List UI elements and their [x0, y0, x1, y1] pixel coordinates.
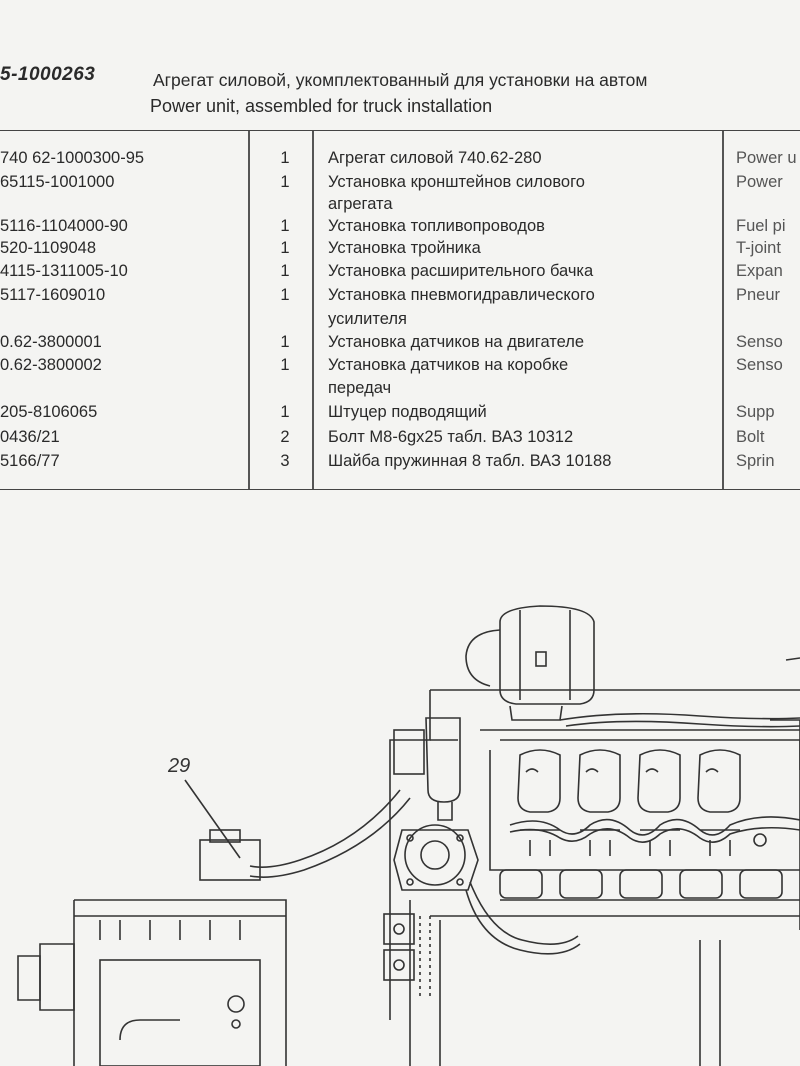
part-code: 5117-1609010 — [0, 286, 106, 304]
part-name-english: Pneur — [736, 286, 781, 304]
part-name: Штуцер подводящий — [328, 403, 487, 421]
part-code: 0.62-3800001 — [0, 333, 102, 351]
table-row: 65115-1001000 1 Установка кронштейнов си… — [0, 173, 800, 197]
part-name: Установка пневмогидравлического — [328, 286, 595, 304]
table-row: 0436/21 2 Болт М8-6gx25 табл. ВАЗ 10312 … — [0, 428, 800, 452]
part-name-english: Expan — [736, 262, 783, 280]
part-name: Установка датчиков на двигателе — [328, 333, 585, 351]
part-quantity: 1 — [280, 173, 290, 191]
part-quantity: 1 — [280, 333, 290, 351]
part-name: усилителя — [328, 310, 407, 328]
part-name: Болт М8-6gx25 табл. ВАЗ 10312 — [328, 428, 574, 446]
part-name: передач — [328, 379, 392, 397]
part-name: Установка расширительного бачка — [328, 262, 594, 280]
title-russian: Агрегат силовой, укомплектованный для ус… — [153, 70, 648, 90]
part-name: Установка топливопроводов — [328, 217, 545, 235]
part-name-english: Power — [736, 173, 783, 191]
part-name-english: Power u — [736, 149, 797, 167]
part-name: Шайба пружинная 8 табл. ВАЗ 10188 — [328, 452, 612, 470]
engine-block — [389, 689, 800, 1020]
engine-assembly-drawing: 29 — [17, 605, 800, 1066]
part-quantity: 1 — [280, 239, 290, 257]
title-english: Power unit, assembled for truck installa… — [150, 96, 493, 116]
part-quantity: 1 — [280, 286, 290, 304]
part-quantity: 1 — [280, 403, 290, 421]
table-row: 4115-1311005-10 1 Установка расширительн… — [0, 262, 800, 286]
table-row: 5116-1104000-90 1 Установка топливопрово… — [0, 217, 800, 241]
part-quantity: 2 — [280, 428, 290, 446]
part-quantity: 1 — [280, 262, 290, 280]
column-divider — [312, 131, 314, 489]
part-name: Агрегат силовой 740.62-280 — [328, 149, 542, 167]
hoses — [249, 789, 581, 1066]
part-name: Установка датчиков на коробке — [328, 356, 569, 374]
table-row: 740 62-1000300-95 1 Агрегат силовой 740.… — [0, 149, 800, 173]
part-code: 205-8106065 — [0, 403, 98, 421]
mounting-brackets — [383, 913, 431, 1000]
part-code: 520-1109048 — [0, 239, 97, 257]
pump-flange — [393, 824, 479, 891]
part-code: 0.62-3800002 — [0, 356, 102, 374]
fuel-lines — [509, 712, 800, 843]
table-row: 520-1109048 1 Установка тройника T-joint — [0, 239, 800, 263]
table-row: 0.62-3800001 1 Установка датчиков на дви… — [0, 333, 800, 357]
part-name: агрегата — [328, 195, 393, 213]
column-divider — [722, 131, 724, 489]
part-code: 0436/21 — [0, 428, 60, 446]
document-number: 5-1000263 — [0, 64, 96, 85]
part-name-english: Sprin — [736, 452, 775, 470]
callout-leader-line — [184, 779, 241, 859]
cylinder-heads — [517, 749, 741, 856]
part-name-english: T-joint — [736, 239, 781, 257]
table-row: передач — [0, 379, 800, 403]
part-quantity: 1 — [280, 149, 290, 167]
part-code: 65115-1001000 — [0, 173, 115, 191]
part-quantity: 1 — [280, 217, 290, 235]
part-name-english: Fuel pi — [736, 217, 786, 235]
expansion-tank — [465, 605, 595, 721]
part-name-english: Senso — [736, 333, 783, 351]
fuel-filter — [393, 717, 461, 821]
table-row: усилителя — [0, 310, 800, 334]
table-row: 5117-1609010 1 Установка пневмогидравлич… — [0, 286, 800, 310]
table-row: 205-8106065 1 Штуцер подводящий Supp — [0, 403, 800, 427]
part-name-english: Supp — [736, 403, 775, 421]
parts-table: 740 62-1000300-95 1 Агрегат силовой 740.… — [0, 130, 800, 490]
manifold — [499, 869, 783, 899]
part-name: Установка кронштейнов силового — [328, 173, 585, 191]
part-name-english: Bolt — [736, 428, 765, 446]
part-quantity: 3 — [280, 452, 290, 470]
table-row: 0.62-3800002 1 Установка датчиков на кор… — [0, 356, 800, 380]
table-row: агрегата — [0, 195, 800, 219]
gearbox — [17, 829, 287, 1066]
table-row: 5166/77 3 Шайба пружинная 8 табл. ВАЗ 10… — [0, 452, 800, 476]
part-code: 5166/77 — [0, 452, 60, 470]
part-code: 4115-1311005-10 — [0, 262, 128, 280]
callout-number: 29 — [167, 755, 190, 777]
part-code: 5116-1104000-90 — [0, 217, 128, 235]
part-name-english: Senso — [736, 356, 783, 374]
column-divider — [248, 131, 250, 489]
right-side-components — [699, 657, 800, 1066]
part-name: Установка тройника — [328, 239, 481, 257]
part-quantity: 1 — [280, 356, 290, 374]
part-code: 740 62-1000300-95 — [0, 149, 145, 167]
